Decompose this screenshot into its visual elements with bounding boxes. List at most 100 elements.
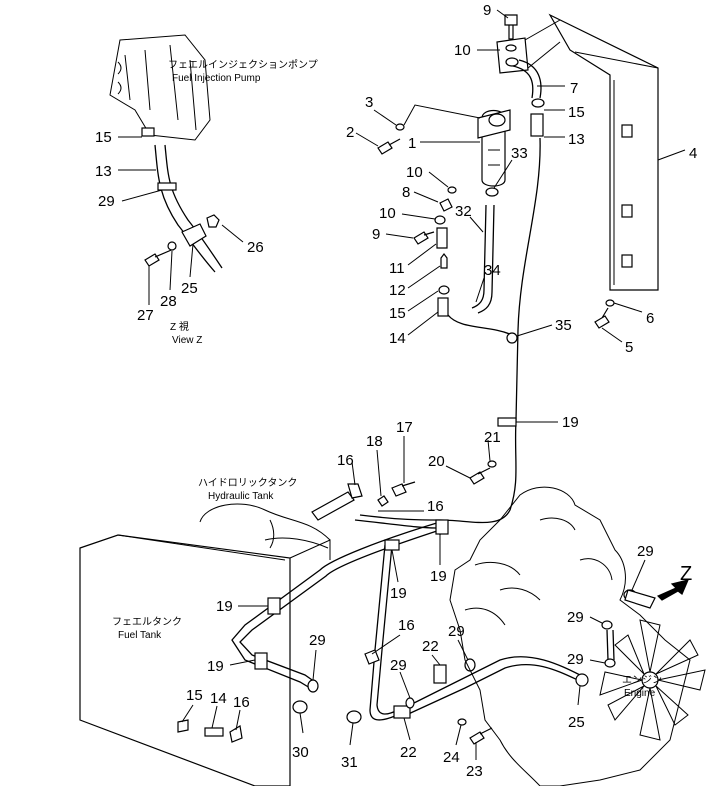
fitting-13 xyxy=(530,113,544,137)
callout-19-low: 19 xyxy=(207,658,224,675)
washer-10-low xyxy=(434,215,446,225)
engine-outline xyxy=(449,486,691,786)
callout-25-a: 25 xyxy=(181,280,198,297)
callout-19-mid: 19 xyxy=(390,585,407,602)
callout-22-lower: 22 xyxy=(400,744,417,761)
hydraulic-tank-body xyxy=(199,503,331,541)
fuel-injection-pump-jp-label: フェエルインジェクションポンプ xyxy=(168,59,318,71)
callout-29-engine-low: 29 xyxy=(567,651,584,668)
callout-29-engine-top: 29 xyxy=(637,543,654,560)
callout-13-top: 13 xyxy=(568,131,585,148)
callout-15-low: 15 xyxy=(389,305,406,322)
clamp-29-engine-low xyxy=(604,658,616,668)
callout-32: 32 xyxy=(455,203,472,220)
fuel-feed-line xyxy=(231,521,441,689)
callout-17: 17 xyxy=(396,419,413,436)
fitting-22-lower xyxy=(393,705,411,719)
clamp-19-right xyxy=(435,519,449,535)
washer-15-tank xyxy=(177,719,189,733)
callout-12: 12 xyxy=(389,282,406,299)
callout-24: 24 xyxy=(443,749,460,766)
callout-28: 28 xyxy=(160,293,177,310)
clamp-19-low xyxy=(254,652,268,670)
callout-16-top: 16 xyxy=(337,452,354,469)
callout-27: 27 xyxy=(137,307,154,324)
fuel-line-to-engine xyxy=(399,656,581,711)
callout-15-top: 15 xyxy=(568,104,585,121)
callout-3: 3 xyxy=(365,94,373,111)
clamp-25-engine xyxy=(575,673,589,687)
callout-10-low: 10 xyxy=(379,205,396,222)
bolt-20 xyxy=(469,467,491,485)
callout-33: 33 xyxy=(511,145,528,162)
nut-26 xyxy=(206,214,220,228)
callout-5: 5 xyxy=(625,339,633,356)
callout-20: 20 xyxy=(428,453,445,470)
callout-14-top: 14 xyxy=(389,330,406,347)
plug-12 xyxy=(440,253,448,269)
callout-6: 6 xyxy=(646,310,654,327)
bolt-5 xyxy=(594,307,610,329)
callout-16-tank: 16 xyxy=(233,694,250,711)
callout-29-line-lower: 29 xyxy=(390,657,407,674)
banjo-fitting xyxy=(141,127,155,137)
bolt-9-low xyxy=(413,231,435,245)
view-z-inset: フェエルインジェクションポンプ Fuel Injection Pump Z 視 … xyxy=(95,34,318,346)
callout-8: 8 xyxy=(402,184,410,201)
callout-16-mid: 16 xyxy=(398,617,415,634)
callout-29-line-upper: 29 xyxy=(448,623,465,640)
hose-7 xyxy=(512,65,534,99)
callout-15-a: 15 xyxy=(95,129,112,146)
view-z-jp-label: Z 視 xyxy=(170,320,189,333)
mounting-plate xyxy=(496,37,529,74)
fuel-injection-pump-body xyxy=(109,34,211,141)
washer-15-top xyxy=(531,98,545,108)
callout-18: 18 xyxy=(366,433,383,450)
callout-15-tank: 15 xyxy=(186,687,203,704)
grommet-31 xyxy=(346,710,362,724)
callout-1: 1 xyxy=(408,135,416,152)
fuel-tank-jp-label: フェエルタンク xyxy=(112,616,182,628)
z-marker-label: Z xyxy=(680,563,692,585)
fuel-hose-left xyxy=(154,144,216,273)
bolt-9-top xyxy=(504,14,518,40)
clamp-19-upper xyxy=(497,417,517,427)
callout-13-a: 13 xyxy=(95,163,112,180)
clamp-29-tank xyxy=(307,679,319,693)
callout-16-right: 16 xyxy=(427,498,444,515)
callout-19-upper: 19 xyxy=(562,414,579,431)
washer-28 xyxy=(167,241,177,251)
callout-10-top: 10 xyxy=(454,42,471,59)
fitting-22-upper xyxy=(433,664,447,684)
washer-33 xyxy=(485,187,499,197)
view-z-en-label: View Z xyxy=(172,335,202,346)
filter-bracket xyxy=(548,13,659,291)
callout-30: 30 xyxy=(292,744,309,761)
grommet-30 xyxy=(292,700,308,714)
fitting-11 xyxy=(436,227,448,249)
clamp-19-left xyxy=(267,597,281,615)
clamp-35 xyxy=(506,332,518,344)
hydraulic-tank-en-label: Hydraulic Tank xyxy=(208,491,274,502)
callout-29-engine-mid: 29 xyxy=(567,609,584,626)
washer-18 xyxy=(377,495,389,507)
engine-fan xyxy=(599,619,706,741)
callout-14-tank: 14 xyxy=(210,690,227,707)
fitting-14 xyxy=(437,297,449,317)
callout-29-tank: 29 xyxy=(309,632,326,649)
callout-10-mid: 10 xyxy=(406,164,423,181)
callout-21: 21 xyxy=(484,429,501,446)
callout-35: 35 xyxy=(555,317,572,334)
bolt-23 xyxy=(469,727,493,745)
fuel-line-vertical xyxy=(369,544,396,721)
hydraulic-tank-jp-label: ハイドロリックタンク xyxy=(198,477,297,489)
engine-assembly: エンジン Engine Z 29 29 29 25 xyxy=(449,486,706,786)
clamp-19-mid xyxy=(384,539,400,551)
tank-assembly: ハイドロリックタンク Hydraulic Tank フェエルタンク Fuel T… xyxy=(79,419,583,786)
callout-29-a: 29 xyxy=(98,193,115,210)
engine-en-label: Engine xyxy=(624,688,656,699)
callout-11: 11 xyxy=(389,260,405,277)
callout-34: 34 xyxy=(484,262,501,279)
view-z-arrow xyxy=(656,579,690,601)
